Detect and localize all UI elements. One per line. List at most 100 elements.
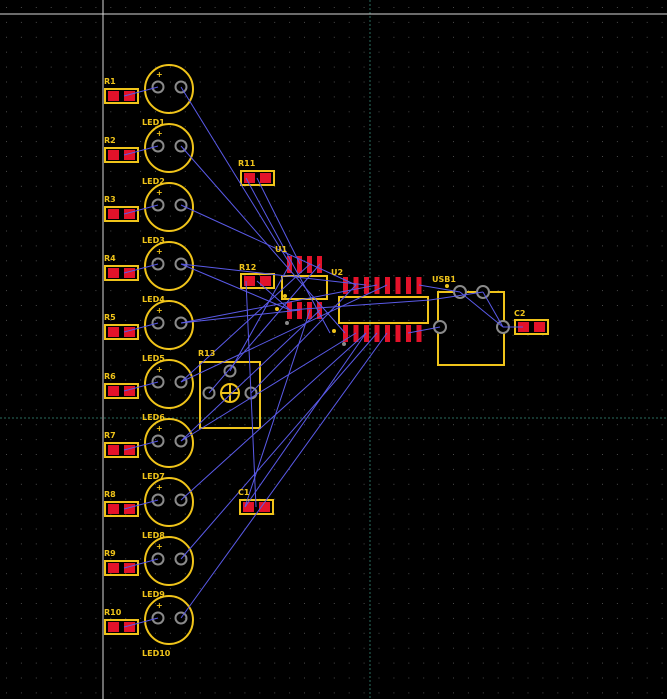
pad bbox=[108, 209, 119, 219]
r12-footprint[interactable] bbox=[240, 273, 275, 289]
led-footprint[interactable] bbox=[144, 64, 194, 114]
via bbox=[342, 342, 346, 346]
ratsnest-line bbox=[180, 145, 346, 334]
ratsnest-line bbox=[123, 204, 159, 215]
led-outline bbox=[144, 418, 194, 468]
through-hole-pad bbox=[202, 386, 216, 400]
resistor-footprint[interactable] bbox=[104, 206, 139, 222]
through-hole-pad bbox=[223, 364, 237, 378]
led-footprint[interactable] bbox=[144, 359, 194, 409]
ratsnest-line bbox=[429, 291, 484, 301]
resistor-footprint[interactable] bbox=[104, 88, 139, 104]
led-outline bbox=[144, 241, 194, 291]
ratsnest-layer bbox=[123, 86, 523, 628]
through-hole-pad bbox=[174, 316, 188, 330]
u1-label: U1 bbox=[275, 245, 287, 254]
ratsnest-line bbox=[180, 332, 388, 619]
resistor-reference-label: R10 bbox=[104, 608, 122, 617]
c1-label: C1 bbox=[238, 488, 250, 497]
pad bbox=[534, 322, 545, 332]
led-reference-label: LED6 bbox=[142, 413, 165, 422]
pad-outline bbox=[104, 147, 139, 163]
through-hole-pad bbox=[151, 552, 165, 566]
pad bbox=[124, 445, 135, 455]
ratsnest-line bbox=[180, 263, 291, 311]
polarity-plus-icon: + bbox=[156, 424, 163, 433]
pin1-dot bbox=[445, 284, 449, 288]
through-hole-pad bbox=[174, 493, 188, 507]
led-reference-label: LED5 bbox=[142, 354, 165, 363]
resistor-reference-label: R9 bbox=[104, 549, 116, 558]
r11-label: R11 bbox=[238, 159, 256, 168]
pad-outline bbox=[240, 170, 275, 186]
ratsnest-line bbox=[180, 332, 367, 501]
resistor-footprint[interactable] bbox=[104, 324, 139, 340]
ratsnest-line bbox=[123, 322, 159, 333]
led-reference-label: LED1 bbox=[142, 118, 165, 127]
pad-outline bbox=[104, 501, 139, 517]
polarity-plus-icon: + bbox=[156, 306, 163, 315]
led-footprint[interactable] bbox=[144, 536, 194, 586]
pad-outline bbox=[104, 206, 139, 222]
ratsnest-line bbox=[289, 299, 431, 311]
resistor-footprint[interactable] bbox=[104, 560, 139, 576]
r11-footprint[interactable] bbox=[240, 170, 275, 186]
ratsnest-line bbox=[180, 332, 378, 560]
resistor-reference-label: R4 bbox=[104, 254, 116, 263]
led-outline bbox=[144, 123, 194, 173]
via bbox=[285, 321, 289, 325]
through-hole-pad bbox=[151, 316, 165, 330]
pad bbox=[416, 325, 422, 342]
resistor-footprint[interactable] bbox=[104, 383, 139, 399]
r13-trimmer-footprint[interactable] bbox=[199, 361, 261, 429]
resistor-footprint[interactable] bbox=[104, 501, 139, 517]
led-reference-label: LED3 bbox=[142, 236, 165, 245]
ratsnest-line bbox=[180, 284, 388, 383]
led-footprint[interactable] bbox=[144, 182, 194, 232]
pad bbox=[108, 445, 119, 455]
polarity-plus-icon: + bbox=[156, 70, 163, 79]
led-footprint[interactable] bbox=[144, 123, 194, 173]
pad bbox=[406, 277, 411, 294]
resistor-footprint[interactable] bbox=[104, 442, 139, 458]
pad bbox=[343, 325, 348, 342]
ratsnest-line bbox=[123, 440, 159, 451]
ratsnest-line bbox=[180, 263, 311, 383]
led-outline bbox=[144, 359, 194, 409]
through-hole-pad bbox=[151, 257, 165, 271]
ratsnest-line bbox=[256, 177, 301, 265]
pad bbox=[108, 150, 119, 160]
resistor-reference-label: R3 bbox=[104, 195, 116, 204]
pad bbox=[385, 325, 390, 342]
led-footprint[interactable] bbox=[144, 418, 194, 468]
resistor-footprint[interactable] bbox=[104, 265, 139, 281]
pad bbox=[260, 173, 271, 183]
resistor-footprint[interactable] bbox=[104, 147, 139, 163]
led-footprint[interactable] bbox=[144, 300, 194, 350]
pad bbox=[244, 173, 255, 183]
ratsnest-line bbox=[418, 284, 461, 293]
through-hole-pad bbox=[174, 552, 188, 566]
ratsnest-line bbox=[244, 309, 311, 508]
ratsnest-line bbox=[180, 284, 378, 324]
pad bbox=[108, 268, 119, 278]
pad-outline bbox=[104, 560, 139, 576]
resistor-reference-label: R2 bbox=[104, 136, 116, 145]
led-outline bbox=[144, 300, 194, 350]
resistor-footprint[interactable] bbox=[104, 619, 139, 635]
led-footprint[interactable] bbox=[144, 595, 194, 645]
reference-labels: +LED1+LED2+LED3+LED4+LED5+LED6+LED7+LED8… bbox=[104, 70, 525, 658]
pad bbox=[108, 622, 119, 632]
r12-label: R12 bbox=[239, 263, 256, 272]
led-outline bbox=[144, 182, 194, 232]
led-footprint[interactable] bbox=[144, 241, 194, 291]
pad bbox=[108, 504, 119, 514]
polarity-plus-icon: + bbox=[156, 247, 163, 256]
pad-outline bbox=[104, 88, 139, 104]
polarity-plus-icon: + bbox=[156, 129, 163, 138]
through-hole-pad bbox=[174, 198, 188, 212]
led-footprint[interactable] bbox=[144, 477, 194, 527]
